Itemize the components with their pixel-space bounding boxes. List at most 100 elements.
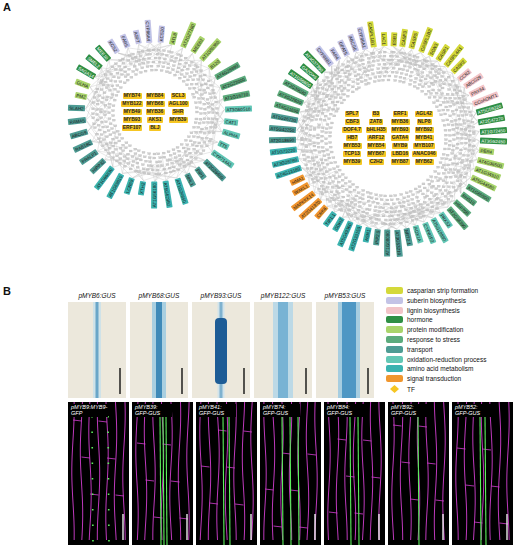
gene-name: AT4G36500 [478, 158, 502, 169]
gene-cell [157, 65, 160, 67]
gene-cell [452, 113, 455, 115]
gfp-signal [485, 416, 486, 545]
gene-cell [178, 63, 181, 65]
gene-cell [204, 92, 207, 94]
regulation-line [342, 202, 348, 217]
gene-cell [112, 132, 115, 134]
gene-node: NHL1 [184, 173, 196, 189]
gene-name: AT3G53210 [394, 231, 401, 255]
tf-node: bHLH35 [366, 127, 387, 134]
gene-cell [320, 159, 323, 161]
gene-cell [451, 110, 454, 112]
gfp-signal [350, 416, 351, 545]
gene-cell [444, 139, 447, 141]
gene-node: AOX1A [412, 225, 423, 244]
regulation-line [183, 53, 193, 61]
gene-cell [317, 142, 320, 144]
cell-wall [200, 402, 202, 540]
tf-node: ANAC046 [412, 151, 437, 158]
construct-label: pMYB41: GFP-GUS [198, 404, 236, 417]
gene-cell [445, 182, 448, 184]
gene-name: MYB36 [392, 119, 409, 125]
regulation-line [463, 87, 464, 128]
gfp-signal [160, 416, 161, 545]
gene-cell [424, 93, 427, 95]
gene-cell [99, 141, 102, 143]
gene-cell [364, 79, 367, 81]
gene-cell [419, 217, 422, 219]
regulation-line [297, 110, 313, 149]
gene-name: ERF107 [123, 125, 141, 131]
gene-cell [333, 168, 336, 170]
gene-cell [135, 74, 138, 76]
gene-cell [375, 198, 378, 200]
gene-cell [199, 108, 202, 110]
gene-name: SPL7 [346, 111, 359, 117]
gene-cell [386, 199, 389, 201]
gene-cell [421, 90, 424, 92]
gene-cell [137, 171, 140, 173]
gene-cell [128, 68, 131, 70]
gene-cell [464, 110, 467, 112]
gene-cell [189, 140, 192, 142]
regulation-line [133, 167, 173, 177]
regulation-line [299, 132, 308, 158]
gfp-signal [298, 416, 299, 545]
regulation-line [335, 208, 343, 212]
gene-cell [416, 56, 419, 58]
legend-item: TF [386, 385, 415, 393]
regulation-line [137, 45, 172, 55]
confocal-panel [196, 402, 257, 545]
tf-diamond [390, 385, 399, 393]
gene-cell [439, 97, 442, 99]
gene-name: MYB74 [124, 93, 141, 99]
tf-node: MYB92 [415, 127, 434, 134]
legend-diamond [386, 385, 403, 393]
regulation-line [415, 177, 432, 225]
gene-cell [446, 101, 449, 103]
gene-cell [371, 65, 374, 67]
gene-cell [433, 102, 436, 104]
gene-cell [463, 122, 466, 124]
gene-cell [188, 87, 191, 89]
gene-cell [423, 187, 426, 189]
regulation-line [134, 154, 143, 180]
gene-cell [338, 169, 341, 171]
gene-cell [407, 196, 410, 198]
gene-cell [341, 179, 344, 181]
tf-node: HB7 [346, 135, 358, 142]
gene-name: AT3G52450 [481, 139, 505, 145]
gene-cell [115, 137, 118, 139]
gene-cell [399, 80, 402, 82]
gene-node: GLHA [75, 79, 91, 90]
gene-node: AT2G47270 [478, 114, 505, 125]
gene-cell [309, 143, 312, 145]
tf-node: LBD16 [391, 151, 409, 158]
gene-name: ABCG6 [348, 35, 358, 51]
cell-wall [291, 490, 300, 491]
tf-node: ERF107 [122, 125, 143, 132]
gene-cell [171, 162, 174, 164]
gene-cell [336, 166, 339, 168]
gene-name: CASPL1B1 [368, 23, 376, 46]
gene-cell [205, 127, 208, 129]
gene-cell [153, 153, 156, 155]
gene-cell [421, 71, 424, 73]
gene-name: MYB39 [344, 159, 361, 165]
gene-cell [378, 64, 381, 66]
gene-cell [410, 71, 413, 73]
gene-name: AT2G33150 [349, 226, 361, 250]
regulation-line [444, 160, 477, 166]
regulation-line [140, 173, 177, 178]
gene-cell [444, 113, 447, 115]
gene-cell [308, 114, 311, 116]
gene-cell [443, 148, 446, 150]
construct-label: pMYB84: GFP-GUS [326, 404, 364, 417]
gene-name: AT1G56180 [152, 184, 157, 208]
gene-name: AT4G28890 [216, 63, 239, 79]
gfp-signal [166, 416, 167, 545]
regulation-line [469, 137, 471, 177]
gene-cell [329, 146, 332, 148]
gene-cell [348, 79, 351, 81]
